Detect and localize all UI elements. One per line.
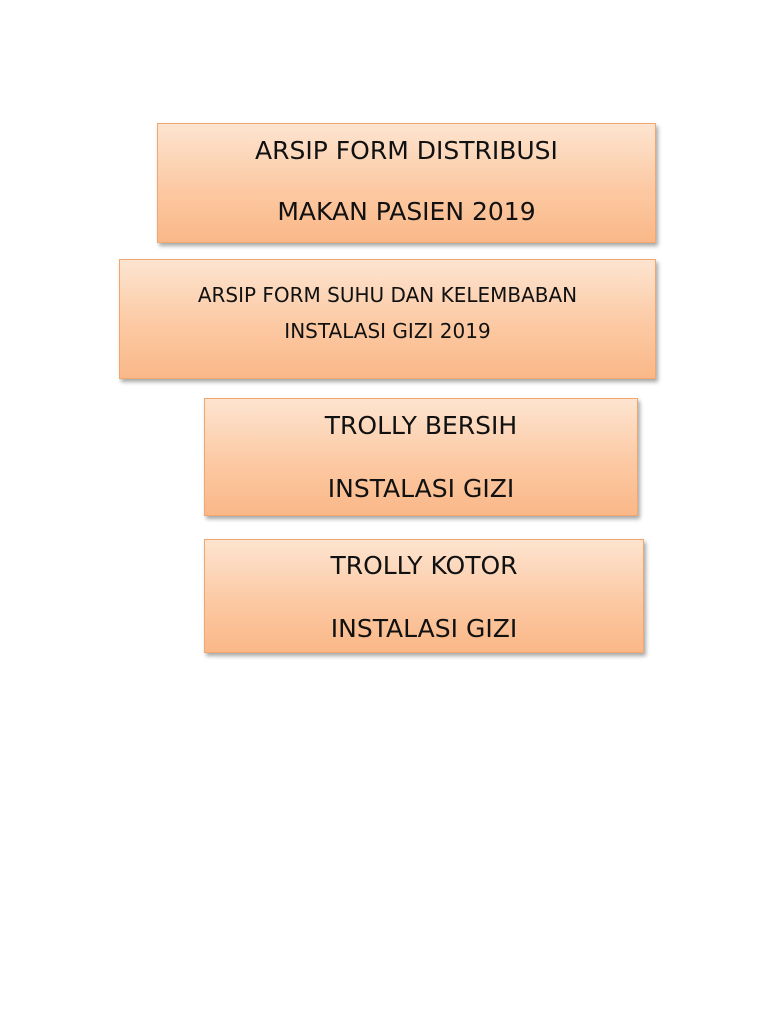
label-box-distribusi-makan: ARSIP FORM DISTRIBUSI MAKAN PASIEN 2019 [157,123,656,243]
label-line-2: INSTALASI GIZI [330,614,518,643]
label-line-1: ARSIP FORM DISTRIBUSI [255,136,558,165]
label-line-2: INSTALASI GIZI [327,474,515,503]
label-line-1: TROLLY BERSIH [324,411,518,440]
label-line-2: INSTALASI GIZI 2019 [284,319,491,343]
label-box-suhu-kelembaban: ARSIP FORM SUHU DAN KELEMBABAN INSTALASI… [119,259,656,379]
label-box-trolly-kotor: TROLLY KOTOR INSTALASI GIZI [204,539,644,653]
label-line-2: MAKAN PASIEN 2019 [277,197,536,226]
label-line-1: TROLLY KOTOR [330,551,518,580]
label-line-1: ARSIP FORM SUHU DAN KELEMBABAN [197,283,578,307]
label-box-trolly-bersih: TROLLY BERSIH INSTALASI GIZI [204,398,638,516]
